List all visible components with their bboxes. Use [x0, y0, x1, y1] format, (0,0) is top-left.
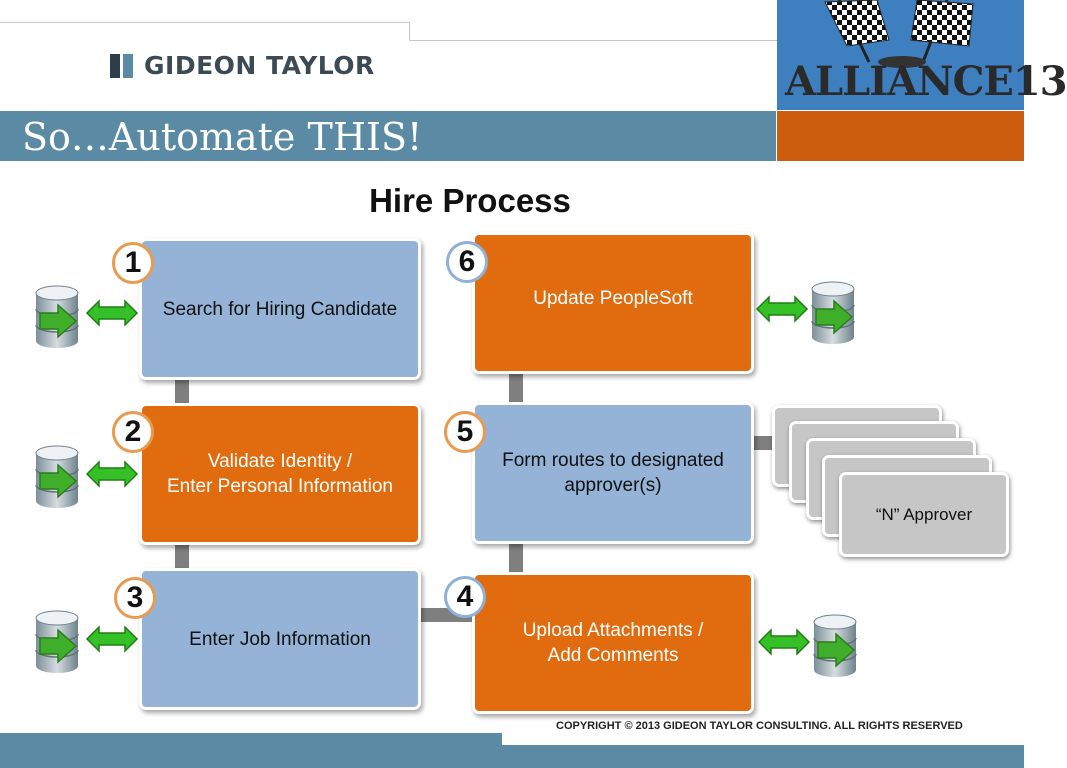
connector: [752, 436, 776, 450]
step-box-1: Search for Hiring Candidate: [139, 238, 421, 380]
step-number-6: 6: [446, 241, 488, 283]
checkered-flags-icon: [824, 0, 974, 68]
double-arrow-icon: [85, 299, 139, 327]
step-number-5: 5: [444, 411, 486, 453]
connector: [509, 543, 523, 573]
step-label: Form routes to designated: [502, 450, 724, 471]
step-number-4: 4: [444, 576, 486, 618]
step-number-3: 3: [114, 577, 156, 619]
step-label: Update PeopleSoft: [533, 287, 693, 309]
database-icon: [811, 281, 855, 344]
connector: [175, 543, 189, 571]
step-box-4: Upload Attachments / Add Comments: [472, 572, 754, 714]
double-arrow-icon: [757, 628, 811, 656]
step-label: Enter Job Information: [189, 628, 371, 650]
logo-text: GIDEON TAYLOR: [144, 51, 375, 80]
header-divider: [0, 22, 410, 23]
step-label: approver(s): [564, 475, 662, 496]
step-number-1: 1: [112, 242, 154, 284]
title-band: So…Automate THIS!: [0, 111, 776, 161]
step-label: Add Comments: [547, 645, 679, 666]
diagram-title: Hire Process: [369, 182, 571, 219]
slide-title: So…Automate THIS!: [22, 115, 423, 159]
double-arrow-icon: [755, 295, 809, 323]
badge-text: ALLIANCE13: [785, 58, 1067, 105]
database-icon: [35, 285, 79, 348]
database-icon: [813, 614, 857, 677]
step-box-5: Form routes to designated approver(s): [472, 402, 754, 544]
step-label: Enter Personal Information: [166, 476, 393, 497]
double-arrow-icon: [85, 625, 139, 653]
header-divider: [409, 22, 410, 40]
logo-mark-icon: [123, 53, 133, 78]
step-label: Upload Attachments /: [522, 620, 704, 641]
header-divider: [409, 40, 777, 41]
double-arrow-icon: [85, 460, 139, 488]
company-logo: GIDEON TAYLOR: [110, 51, 375, 80]
database-icon: [35, 445, 79, 508]
footer-band-notch: [502, 733, 1024, 745]
copyright-text: COPYRIGHT © 2013 GIDEON TAYLOR CONSULTIN…: [556, 720, 963, 732]
connector: [509, 372, 523, 404]
step-box-2: Validate Identity / Enter Personal Infor…: [139, 403, 421, 545]
approver-label: “N” Approver: [875, 504, 973, 524]
logo-mark-icon: [110, 53, 120, 78]
step-label: Validate Identity /: [207, 451, 353, 472]
step-number-2: 2: [112, 411, 154, 453]
connector: [175, 378, 189, 406]
step-box-6: Update PeopleSoft: [472, 232, 754, 374]
alliance-badge: ALLIANCE13: [777, 0, 1067, 110]
approver-card-front: “N” Approver: [839, 472, 1009, 557]
database-icon: [35, 610, 79, 673]
step-label: Search for Hiring Candidate: [162, 298, 398, 320]
step-box-3: Enter Job Information: [139, 568, 421, 710]
badge-accent: [777, 111, 1024, 161]
